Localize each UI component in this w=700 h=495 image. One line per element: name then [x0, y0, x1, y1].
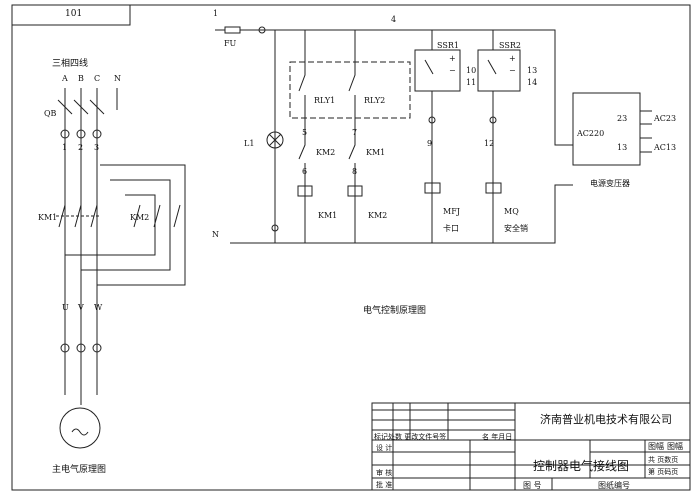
rly2-label: RLY2 — [364, 96, 386, 105]
main-circuit-title: 主电气原理图 — [52, 465, 107, 475]
lamp-label: L1 — [244, 139, 255, 148]
phase-b: B — [78, 74, 84, 83]
node-9: 9 — [427, 139, 433, 148]
sign-date-header: 名 年月日 — [482, 433, 513, 441]
fuse-symbol — [224, 26, 241, 34]
figure-label: 图 号 — [523, 481, 542, 490]
ssr2-minus-symbol: − — [509, 66, 516, 75]
output-u: U — [62, 303, 69, 312]
motor-symbol — [59, 407, 101, 449]
coil-km2-label: KM2 — [368, 211, 388, 220]
supply-label: 三相四线 — [52, 59, 89, 69]
transformer-pin-23: 23 — [617, 114, 628, 123]
km2-label: KM2 — [130, 213, 150, 222]
transformer-box — [572, 92, 641, 166]
title-block — [371, 402, 691, 491]
transformer-pin-13: 13 — [617, 143, 628, 152]
node-8: 8 — [352, 167, 358, 176]
sheet-number: 101 — [65, 9, 83, 19]
coil-km1 — [297, 185, 313, 197]
revision-header: 标记处数 更改文件号签 — [374, 433, 447, 441]
node-5: 5 — [302, 128, 308, 137]
bus-node: 4 — [391, 15, 397, 24]
node-7: 7 — [352, 128, 358, 137]
design-label: 设 计 — [376, 444, 393, 452]
output-v: V — [78, 303, 84, 312]
main-circuit — [56, 88, 186, 449]
fuse-label: FU — [224, 39, 237, 48]
ssr1-pin-plus: 10 — [466, 66, 477, 75]
coil-mfj — [424, 182, 441, 194]
sheet-border — [11, 4, 691, 491]
coil-mfj-label: MFJ — [443, 207, 460, 216]
breaker-label: QB — [44, 109, 57, 118]
company-name: 济南普业机电技术有限公司 — [540, 413, 672, 426]
output-w: W — [94, 303, 103, 312]
ssr2-label: SSR2 — [499, 41, 521, 50]
ssr2-pin-minus: 14 — [527, 78, 538, 87]
review-label: 审 核 — [376, 469, 393, 477]
contact-km1: KM1 — [366, 148, 386, 157]
page-number: 第 页码页 — [648, 468, 679, 476]
transformer-out-ac23: AC23 — [654, 114, 677, 123]
phase-n: N — [114, 74, 121, 83]
coil-km1-label: KM1 — [318, 211, 338, 220]
rly1-label: RLY1 — [314, 96, 336, 105]
node-12: 12 — [484, 139, 495, 148]
terminal-2: 2 — [78, 143, 84, 152]
ssr1-label: SSR1 — [437, 41, 459, 50]
relay-box — [289, 61, 411, 119]
phase-a: A — [62, 74, 68, 83]
control-circuit — [215, 26, 652, 244]
coil-km2 — [347, 185, 363, 197]
transformer-input: AC220 — [577, 129, 605, 138]
ssr2-plus-symbol: + — [509, 54, 516, 63]
transformer-out-ac13: AC13 — [654, 143, 677, 152]
mfj-desc: 卡口 — [443, 224, 459, 233]
control-circuit-title: 电气控制原理图 — [363, 306, 427, 316]
figure-number: 图纸编号 — [598, 481, 630, 490]
coil-mq-label: MQ — [504, 207, 519, 216]
km1-label: KM1 — [38, 213, 58, 222]
coil-mq — [485, 182, 502, 194]
terminal-3: 3 — [94, 143, 100, 152]
size-label: 图幅 — [648, 442, 664, 451]
neutral-label: N — [212, 230, 219, 239]
mq-desc: 安全销 — [504, 224, 528, 233]
pages-total: 共 页数页 — [648, 456, 679, 464]
node-6: 6 — [302, 167, 308, 176]
sheet-number-box — [11, 4, 131, 26]
ssr1-minus-symbol: − — [449, 66, 456, 75]
ssr2-pin-plus: 13 — [527, 66, 538, 75]
line-label: 1 — [213, 9, 219, 18]
transformer-title: 电源变压器 — [590, 179, 630, 188]
drawing-title: 控制器电气接线图 — [533, 459, 630, 473]
ssr1-plus-symbol: + — [449, 54, 456, 63]
ssr2-box — [477, 49, 521, 92]
approve-label: 批 准 — [376, 481, 393, 489]
phase-c: C — [94, 74, 101, 83]
lamp-symbol — [266, 131, 284, 149]
ssr1-pin-minus: 11 — [466, 78, 477, 87]
size-value: 图幅 — [667, 442, 683, 451]
ssr1-box — [414, 49, 461, 92]
terminal-1: 1 — [62, 143, 68, 152]
contact-km2: KM2 — [316, 148, 336, 157]
